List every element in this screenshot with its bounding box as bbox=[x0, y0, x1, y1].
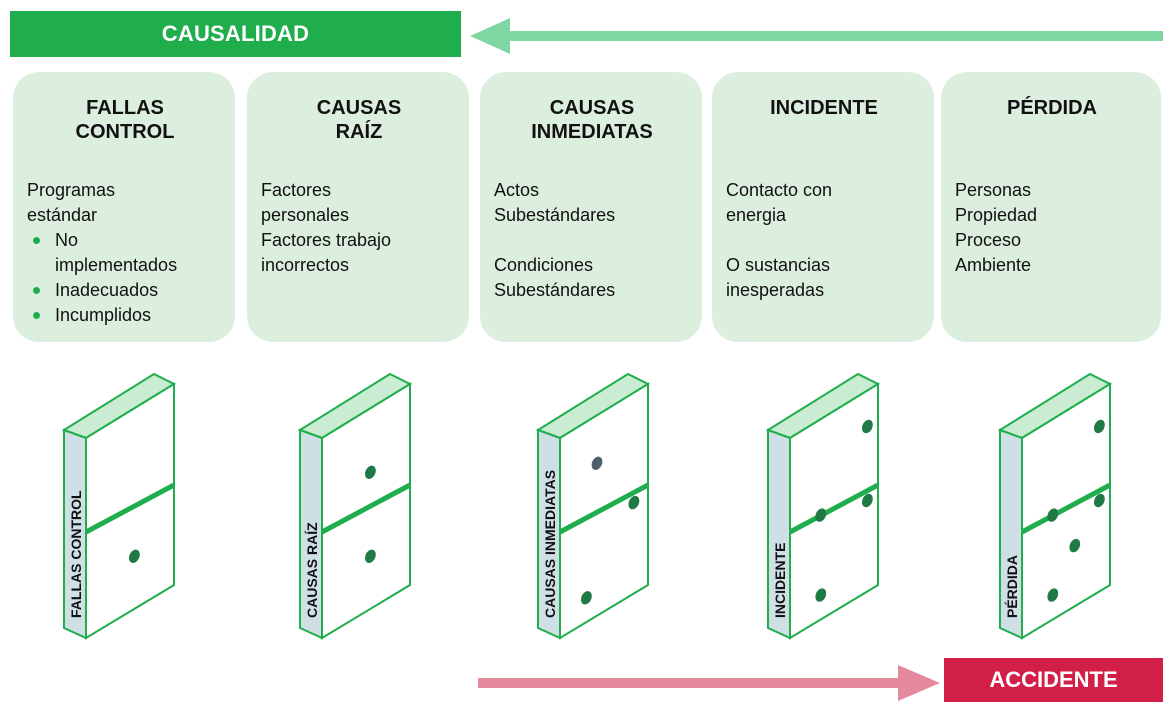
domino-label: PÉRDIDA bbox=[1004, 554, 1020, 618]
card-line: Condiciones Subestándares bbox=[494, 255, 616, 300]
card-line: Actos Subestándares bbox=[494, 180, 616, 225]
domino-pip bbox=[1069, 538, 1081, 553]
card-title: INCIDENTE bbox=[770, 97, 878, 119]
domino-pip bbox=[1047, 588, 1059, 602]
domino-shape bbox=[535, 372, 651, 640]
domino-shape bbox=[61, 372, 177, 640]
accidente-banner: ACCIDENTE bbox=[944, 658, 1163, 702]
domino-divider bbox=[84, 482, 176, 535]
domino-perdida: PÉRDIDA bbox=[992, 370, 1152, 640]
domino-shape bbox=[997, 372, 1113, 640]
domino-pip bbox=[815, 588, 827, 602]
card-incidente: INCIDENTE Contacto con energia O sustanc… bbox=[712, 72, 934, 342]
card-causas-inmediatas: CAUSAS INMEDIATAS Actos Subestándares Co… bbox=[480, 72, 702, 342]
card-line: Ambiente bbox=[955, 255, 1032, 275]
causalidad-banner: CAUSALIDAD bbox=[10, 11, 461, 57]
bullet-item: Incumplidos bbox=[27, 303, 223, 328]
domino-pip bbox=[364, 465, 376, 479]
card-title: CAUSAS RAÍZ bbox=[316, 97, 402, 143]
domino-shape bbox=[765, 372, 881, 640]
card-line: Programas estándar bbox=[27, 180, 116, 225]
card-line: Proceso bbox=[955, 230, 1022, 250]
domino-divider bbox=[320, 482, 412, 535]
domino-pip bbox=[580, 591, 592, 605]
card-line: Personas bbox=[955, 180, 1032, 200]
domino-pip bbox=[1093, 419, 1105, 434]
card-gap bbox=[726, 228, 922, 253]
card-title: CAUSAS INMEDIATAS bbox=[531, 97, 653, 143]
domino-pip bbox=[128, 549, 140, 563]
domino-causas-raiz: CAUSAS RAÍZ bbox=[292, 370, 452, 640]
domino-divider bbox=[788, 482, 880, 535]
card-line: Propiedad bbox=[955, 205, 1038, 225]
bullet-list: No implementados Inadecuados Incumplidos bbox=[27, 228, 223, 328]
card-perdida: PÉRDIDA Personas Propiedad Proceso Ambie… bbox=[941, 72, 1161, 342]
card-title: PÉRDIDA bbox=[1006, 97, 1097, 119]
domino-pip bbox=[815, 508, 827, 522]
domino-pip bbox=[591, 456, 603, 470]
domino-divider bbox=[558, 482, 650, 535]
card-line: Contacto con energia bbox=[726, 180, 833, 225]
card-line: Factores personales bbox=[261, 180, 350, 225]
domino-pip bbox=[1047, 508, 1059, 522]
card-gap bbox=[494, 228, 690, 253]
card-line: Factores trabajo incorrectos bbox=[261, 230, 392, 275]
domino-pip bbox=[861, 419, 873, 434]
domino-fallas-control: FALLAS CONTROL bbox=[56, 370, 216, 640]
domino-incidente: INCIDENTE bbox=[760, 370, 920, 640]
bullet-item: No implementados bbox=[27, 228, 223, 278]
card-causas-raiz: CAUSAS RAÍZ Factores personales Factores… bbox=[247, 72, 469, 342]
bullet-item: Inadecuados bbox=[27, 278, 223, 303]
domino-shape bbox=[297, 372, 413, 640]
accident-arrow bbox=[478, 665, 940, 701]
causality-arrow bbox=[470, 18, 1163, 54]
domino-pip bbox=[1093, 493, 1105, 508]
domino-label: CAUSAS RAÍZ bbox=[304, 522, 320, 618]
domino-causas-inmediatas: CAUSAS INMEDIATAS bbox=[530, 370, 690, 640]
card-title: FALLAS CONTROL bbox=[75, 97, 175, 143]
domino-divider bbox=[1020, 482, 1112, 535]
domino-label: CAUSAS INMEDIATAS bbox=[542, 469, 558, 618]
card-line: O sustancias inesperadas bbox=[726, 255, 831, 300]
card-fallas-control: FALLAS CONTROL Programas estándar No imp… bbox=[13, 72, 235, 342]
domino-label: INCIDENTE bbox=[772, 542, 788, 618]
domino-label: FALLAS CONTROL bbox=[68, 490, 84, 618]
domino-pip bbox=[861, 493, 873, 508]
domino-pip bbox=[364, 549, 376, 563]
domino-pip bbox=[628, 495, 640, 510]
